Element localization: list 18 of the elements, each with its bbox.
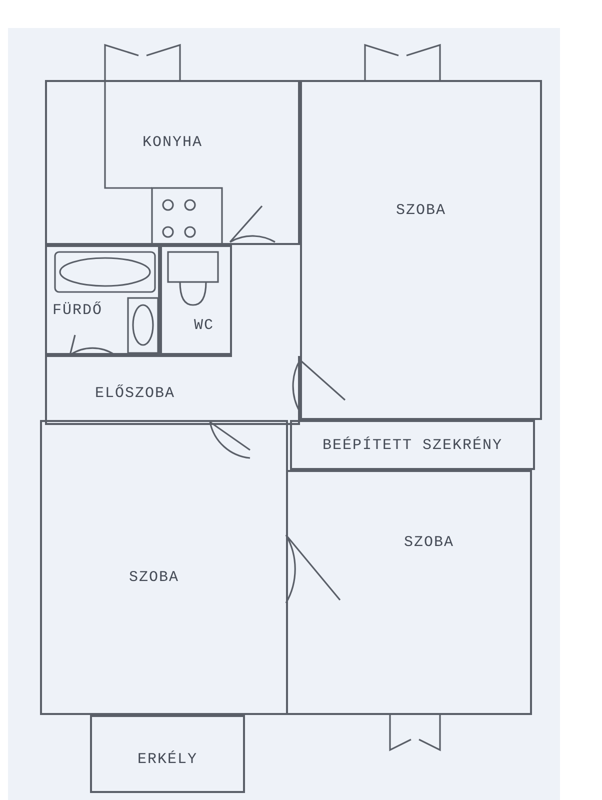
room-label: WC: [194, 316, 214, 334]
room-label: BEÉPÍTETT SZEKRÉNY: [322, 436, 503, 454]
room: [300, 80, 542, 420]
built-in-wardrobe: [290, 420, 535, 470]
toilet-room: [160, 245, 232, 355]
room-label: SZOBA: [404, 534, 454, 551]
room: [40, 420, 288, 715]
room-label: ERKÉLY: [137, 750, 198, 768]
bathroom: [45, 245, 160, 355]
room-label: SZOBA: [128, 569, 179, 586]
room: [286, 470, 532, 715]
hallway: [45, 355, 300, 425]
room-label: ELŐSZOBA: [95, 385, 176, 402]
room-label: KONYHA: [142, 134, 202, 151]
balcony: [90, 715, 245, 793]
kitchen: [45, 80, 300, 245]
room-label: FÜRDŐ: [52, 302, 102, 318]
room-label: SZOBA: [396, 202, 446, 218]
